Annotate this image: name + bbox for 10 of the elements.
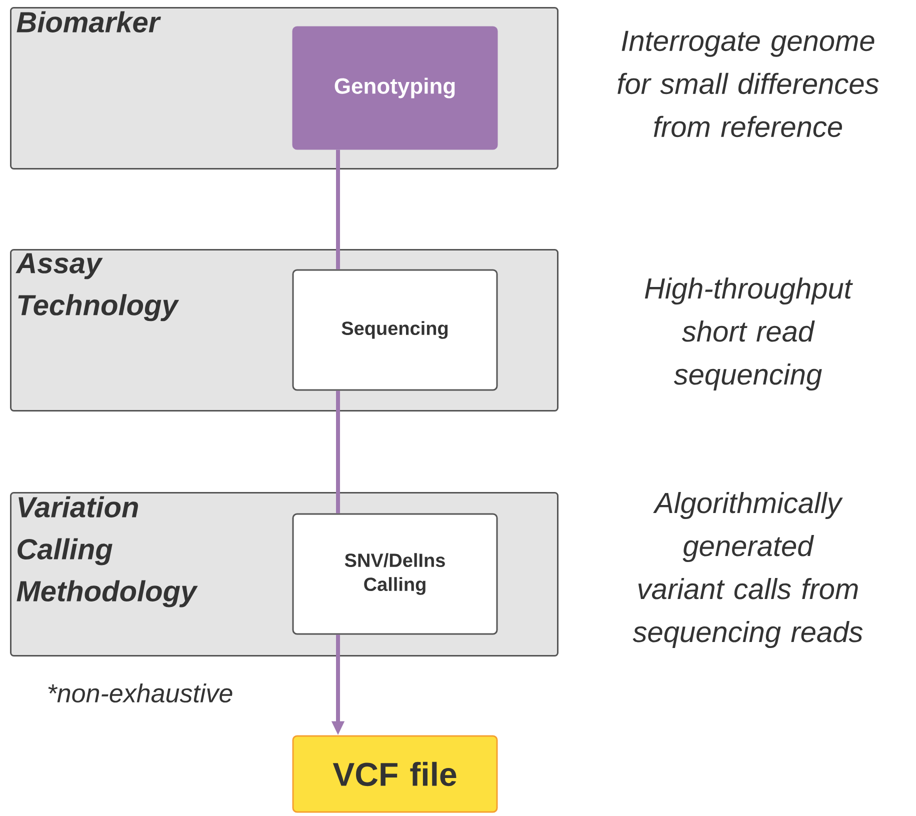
description: Algorithmically generated variant calls from sequencing reads — [632, 492, 863, 648]
connector — [336, 390, 340, 514]
note: *non-exhaustive — [48, 683, 232, 703]
description: High-throughput short read sequencing — [644, 277, 853, 391]
connector — [336, 150, 340, 270]
output-box: VCF file — [292, 735, 498, 813]
process-box: SNV/DelIns Calling — [292, 513, 498, 635]
process-box: Sequencing — [292, 269, 498, 391]
description: Interrogate genome for small differences from reference — [618, 30, 879, 138]
process-box: Genotyping — [292, 26, 498, 150]
